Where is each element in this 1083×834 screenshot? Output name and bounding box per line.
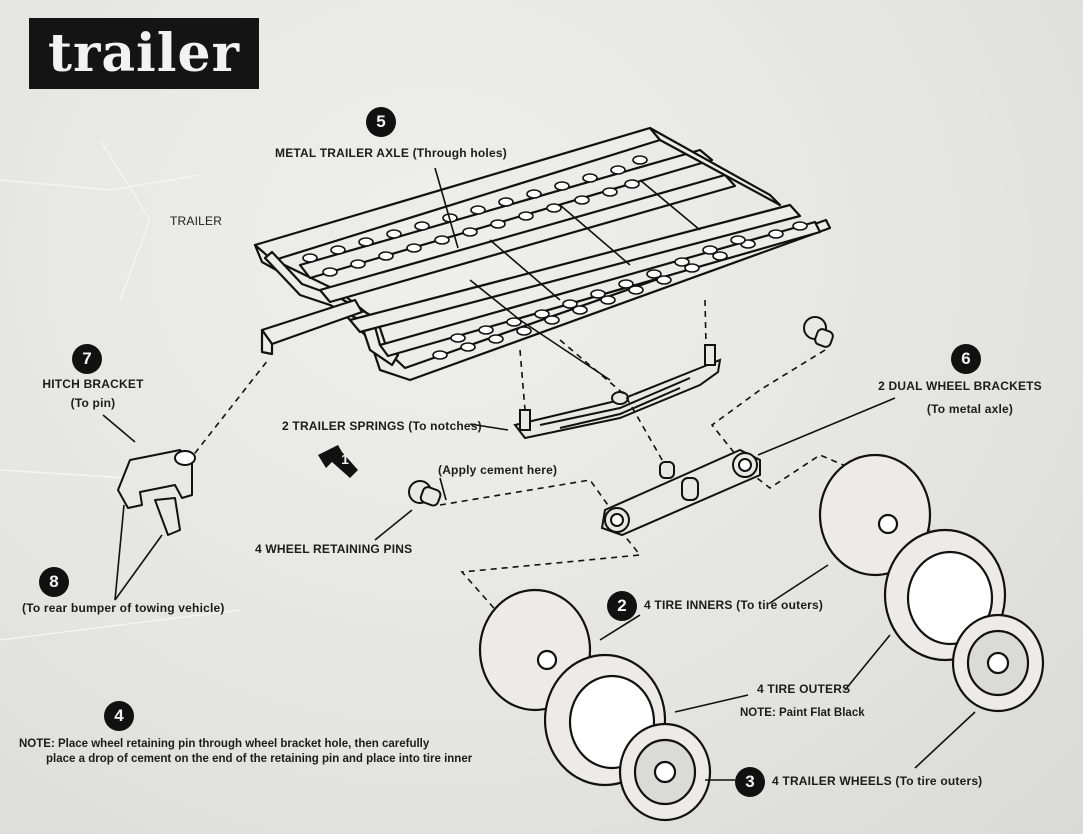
step-1-badge: 1 <box>341 451 349 467</box>
trailer-deck <box>253 126 832 382</box>
label-trailer-wheels: 4 TRAILER WHEELS (To tire outers) <box>772 774 983 788</box>
deck-holes <box>302 155 808 360</box>
wheel-set-right <box>818 453 1045 713</box>
trailer-spring <box>513 344 722 440</box>
wheel-set-left <box>478 588 712 822</box>
label-tire-inners: 4 TIRE INNERS (To tire outers) <box>644 598 824 612</box>
label-rear-bumper: (To rear bumper of towing vehicle) <box>22 601 225 615</box>
tire-outers-note-key: NOTE: <box>740 707 776 719</box>
bottom-note-line2: place a drop of cement on the end of the… <box>46 753 473 765</box>
retaining-pins <box>408 316 834 507</box>
label-dual-wheel-brackets: 2 DUAL WHEEL BRACKETS <box>878 379 1042 393</box>
label-axle: METAL TRAILER AXLE (Through holes) <box>275 146 507 160</box>
hitch-bracket <box>117 449 196 536</box>
bottom-note: NOTE: Place wheel retaining pin through … <box>19 737 472 767</box>
label-apply-cement: (Apply cement here) <box>438 463 558 477</box>
bottom-note-key: NOTE: <box>19 738 55 750</box>
label-hitch-bracket-sub: (To pin) <box>70 396 116 410</box>
step-3-badge: 3 <box>735 767 765 797</box>
title-banner: trailer <box>29 18 259 89</box>
dual-wheel-bracket <box>600 448 761 537</box>
step-7-badge: 7 <box>72 344 102 374</box>
step-5-badge: 5 <box>366 107 396 137</box>
step-4-badge: 4 <box>104 701 134 731</box>
label-hitch-bracket: HITCH BRACKET <box>42 377 144 391</box>
label-tire-outers: 4 TIRE OUTERS <box>757 682 851 696</box>
label-trailer: TRAILER <box>170 214 223 228</box>
tire-outers-note-text: Paint Flat Black <box>778 707 865 719</box>
page-title: trailer <box>47 23 241 84</box>
label-springs: 2 TRAILER SPRINGS (To notches) <box>282 419 482 433</box>
label-dual-wheel-brackets-sub: (To metal axle) <box>926 402 1014 416</box>
label-retaining-pins: 4 WHEEL RETAINING PINS <box>255 542 413 556</box>
step-6-badge: 6 <box>951 344 981 374</box>
bottom-note-line1: Place wheel retaining pin through wheel … <box>57 738 430 750</box>
step-2-badge: 2 <box>607 591 637 621</box>
step-8-badge: 8 <box>39 567 69 597</box>
tire-outers-note: NOTE: Paint Flat Black <box>740 706 865 721</box>
step-1-arrow <box>318 445 358 478</box>
